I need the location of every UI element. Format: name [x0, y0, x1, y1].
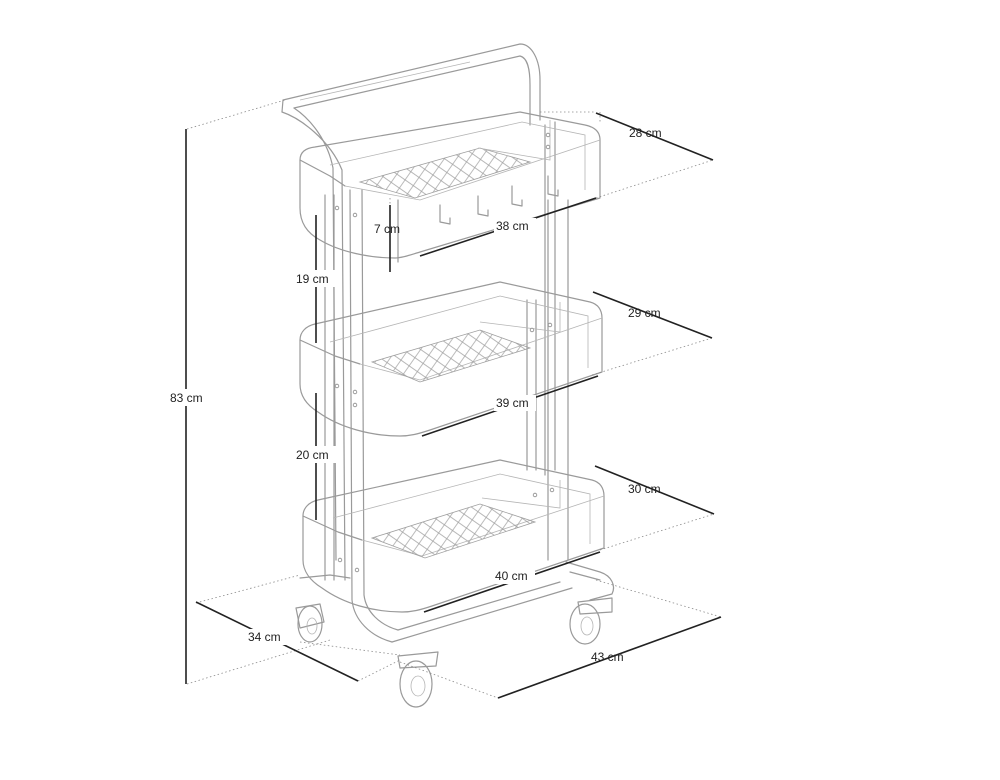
label-gap-lower: 20 cm	[296, 448, 329, 462]
label-top-width: 38 cm	[496, 219, 529, 233]
rivets	[334, 132, 555, 573]
cart-illustration	[281, 43, 615, 708]
rear-legs	[526, 121, 569, 561]
dim-line-top-depth	[595, 112, 714, 161]
wheel-front-left	[295, 603, 325, 643]
label-base-width: 43 cm	[591, 650, 624, 664]
dim-line-bottom-depth	[594, 465, 715, 515]
label-gap-upper: 19 cm	[296, 272, 329, 286]
label-top-basket-height: 7 cm	[374, 222, 400, 236]
front-legs	[324, 189, 399, 643]
bottom-basket	[302, 459, 605, 613]
dim-line-middle-depth	[592, 291, 713, 339]
extension-lines	[186, 99, 722, 699]
base-frame	[299, 561, 615, 643]
dim-line-base-width	[497, 616, 722, 699]
dimension-labels: 83 cm 28 cm 7 cm 38 cm 19 cm 29 cm 39 cm…	[166, 126, 662, 664]
top-basket	[299, 111, 601, 263]
label-top-depth: 28 cm	[629, 126, 662, 140]
dimension-lines	[185, 112, 722, 699]
label-total-height: 83 cm	[170, 391, 203, 405]
wheel-rear-right	[569, 597, 613, 645]
wheel-front-right	[397, 651, 439, 708]
handle	[281, 43, 541, 581]
label-bottom-width: 40 cm	[495, 569, 528, 583]
label-middle-depth: 29 cm	[628, 306, 661, 320]
label-middle-width: 39 cm	[496, 396, 529, 410]
label-bottom-depth: 30 cm	[628, 482, 661, 496]
label-base-depth: 34 cm	[248, 630, 281, 644]
middle-basket	[299, 281, 603, 437]
